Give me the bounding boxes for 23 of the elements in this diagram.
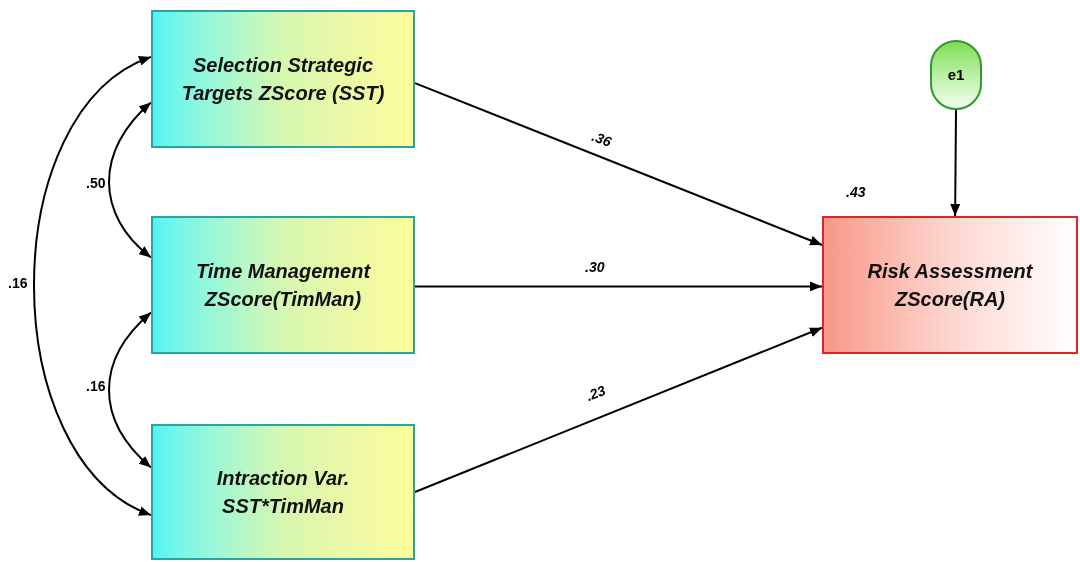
variable-label: Intraction Var. SST*TimMan xyxy=(215,466,351,519)
edge-label: .16 xyxy=(8,276,28,290)
edge-label: .30 xyxy=(585,260,605,274)
variable-label: Risk Assessment ZScore(RA) xyxy=(866,259,1034,312)
arrow xyxy=(414,326,823,493)
curved-double-arrow xyxy=(33,55,152,517)
curved-double-arrow xyxy=(108,311,152,469)
arrow xyxy=(950,109,961,217)
variable-label: Time Management ZScore(TimMan) xyxy=(194,259,372,312)
variable-box xyxy=(151,424,415,560)
variable-label: Selection Strategic Targets ZScore (SST) xyxy=(180,53,386,106)
arrow xyxy=(414,82,823,246)
variable-box xyxy=(822,216,1078,354)
error-label: e1 xyxy=(947,64,965,85)
r-squared-label: .43 xyxy=(846,185,866,199)
variable-box xyxy=(151,10,415,148)
edge-label: .16 xyxy=(86,379,106,393)
edge-label: .23 xyxy=(584,383,608,403)
edge-label: .50 xyxy=(86,176,106,190)
edge-label: .36 xyxy=(590,129,614,149)
curved-double-arrow xyxy=(108,101,152,259)
variable-box xyxy=(151,216,415,354)
arrow xyxy=(414,281,823,292)
